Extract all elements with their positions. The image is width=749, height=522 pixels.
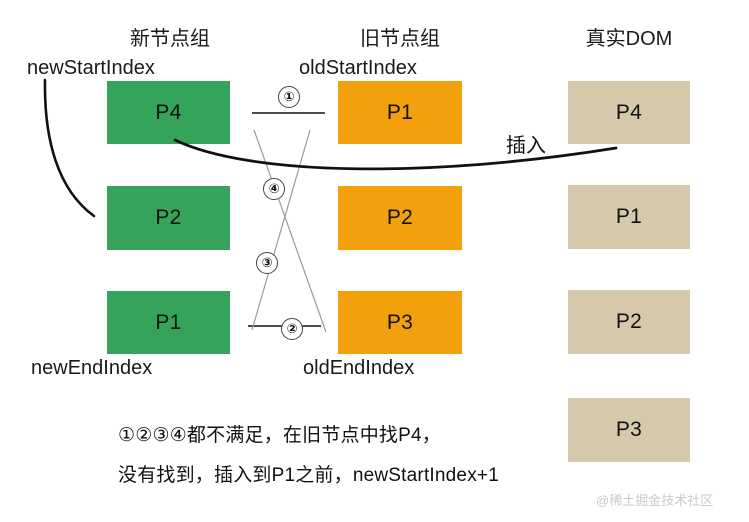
old-node-box[interactable]: P2 bbox=[338, 186, 462, 250]
old-node-box[interactable]: P3 bbox=[338, 291, 462, 354]
new-start-index-pointer-curve bbox=[43, 78, 96, 218]
column-header-real-dom: 真实DOM bbox=[585, 28, 673, 50]
pointer-label-old-end-index: oldEndIndex bbox=[303, 357, 415, 379]
comparison-line-3 bbox=[251, 129, 311, 331]
pointer-label-new-start-index: newStartIndex bbox=[27, 57, 155, 79]
dom-node-box[interactable]: P2 bbox=[568, 290, 690, 354]
watermark-text: @稀土掘金技术社区 bbox=[596, 493, 714, 508]
pointer-label-old-start-index: oldStartIndex bbox=[299, 57, 417, 79]
dom-node-box[interactable]: P1 bbox=[568, 185, 690, 249]
new-node-box[interactable]: P1 bbox=[107, 291, 230, 354]
dom-node-box[interactable]: P3 bbox=[568, 398, 690, 462]
comparison-marker-3: ③ bbox=[256, 252, 278, 274]
dom-node-box[interactable]: P4 bbox=[568, 81, 690, 144]
insert-annotation-label: 插入 bbox=[506, 135, 546, 157]
comparison-marker-2: ② bbox=[281, 318, 303, 340]
comparison-marker-1: ① bbox=[278, 86, 300, 108]
pointer-label-new-end-index: newEndIndex bbox=[31, 357, 153, 379]
old-node-box[interactable]: P1 bbox=[338, 81, 462, 144]
comparison-marker-4: ④ bbox=[263, 178, 285, 200]
insert-curve bbox=[173, 138, 618, 171]
caption-line-2: 没有找到，插入到P1之前，newStartIndex+1 bbox=[118, 465, 499, 486]
column-header-new-nodes: 新节点组 bbox=[130, 28, 210, 50]
caption-line-1: ①②③④都不满足，在旧节点中找P4， bbox=[118, 425, 441, 446]
new-node-box[interactable]: P2 bbox=[107, 186, 230, 250]
comparison-line-4 bbox=[253, 129, 327, 333]
column-header-old-nodes: 旧节点组 bbox=[360, 28, 440, 50]
new-node-box[interactable]: P4 bbox=[107, 81, 230, 144]
